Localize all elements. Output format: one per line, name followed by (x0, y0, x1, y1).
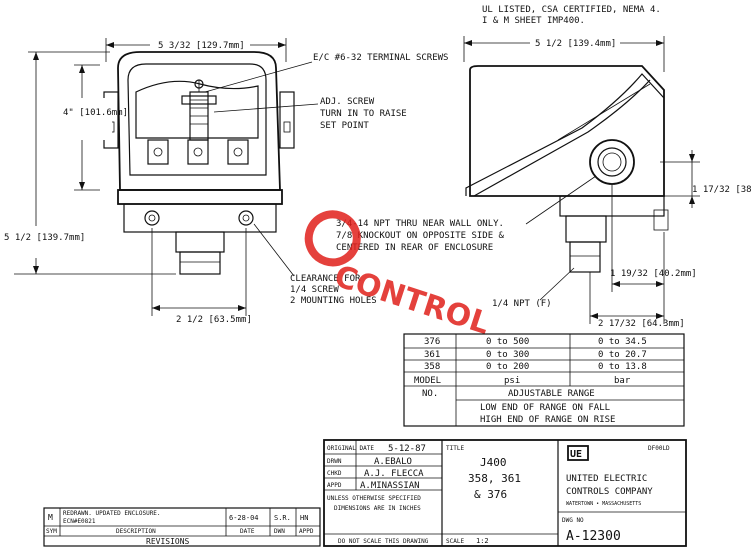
tb-drwn-label: DRWN (327, 458, 342, 465)
range-row-model: 358 (424, 362, 440, 372)
tb-appd-label: APPD (327, 482, 342, 489)
callout-terminal: E/C #6-32 TERMINAL SCREWS (313, 53, 448, 63)
dim-side-conduit-height: 1 17/32 [38.8mm] (692, 185, 753, 195)
tb-original-date-label: ORIGINAL DATE (327, 445, 374, 452)
range-no-label: NO. (422, 389, 438, 399)
callout-npt-line1: 3/4-14 NPT THRU NEAR WALL ONLY. (336, 219, 504, 229)
rev-description-line1: REDRAWN. UPDATED ENCLOSURE. (63, 510, 161, 517)
rev-col-sym: SYM (46, 528, 57, 535)
dim-front-height-4: 4" [101.6mm] (63, 108, 128, 118)
callout-adj-line2: TURN IN TO RAISE (320, 109, 407, 119)
tb-drwn: A.EBALO (374, 457, 412, 467)
tb-scale: 1:2 (476, 537, 489, 545)
side-view: 5 1/2 [139.4mm] 1 17/32 [38.8mm] 1 19/32… (463, 36, 753, 329)
rev-col-appd: APPD (299, 528, 314, 535)
dim-front-height-5: 5 1/2 [139.7mm] (4, 233, 85, 243)
front-view: 5 3/32 [129.7mm] (2, 38, 319, 325)
tb-do-not-scale: DO NOT SCALE THIS DRAWING (338, 538, 429, 545)
tb-chkd-label: CHKD (327, 470, 342, 477)
tb-chkd: A.J. FLECCA (364, 469, 424, 479)
range-adjustable-label: ADJUSTABLE RANGE (508, 389, 595, 399)
rev-section-label: REVISIONS (146, 537, 190, 546)
rev-col-date: DATE (240, 528, 255, 535)
tb-unless-note-1: UNLESS OTHERWISE SPECIFIED (327, 495, 421, 502)
tb-scale-label: SCALE (446, 538, 464, 545)
tb-company-line1: UNITED ELECTRIC (566, 474, 647, 484)
tb-original-date: 5-12-87 (388, 444, 426, 454)
callout-clear-line3: 2 MOUNTING HOLES (290, 296, 377, 306)
range-row-model: 361 (424, 350, 440, 360)
range-row-bar: 0 to 34.5 (598, 337, 647, 347)
range-row-psi: 0 to 300 (486, 350, 529, 360)
callout-adj-line3: SET POINT (320, 121, 369, 131)
tb-cage-code: DF00LD (648, 445, 670, 452)
range-high-end: HIGH END OF RANGE ON RISE (480, 415, 615, 425)
callout-clear-line1: CLEARANCE FOR (290, 274, 361, 284)
header-note-line2: I & M SHEET IMP400. (482, 16, 585, 26)
tb-title-line1: J400 (480, 456, 507, 469)
range-row-psi: 0 to 500 (486, 337, 529, 347)
tb-title-label: TITLE (446, 445, 464, 452)
range-row-model: 376 (424, 337, 440, 347)
tb-title-line2: 358, 361 (468, 472, 521, 485)
dim-mount-spacing: 2 1/2 [63.5mm] (176, 315, 252, 325)
callout-npt-f: 1/4 NPT (F) (492, 299, 552, 309)
dim-side-width: 5 1/2 [139.4mm] (535, 39, 616, 49)
rev-dwn: S.R. (274, 514, 291, 522)
tb-appd: A.MINASSIAN (360, 481, 420, 491)
dim-front-width: 5 3/32 [129.7mm] (158, 41, 245, 51)
rev-description-line2: ECN#E0821 (63, 518, 96, 525)
range-row-psi: 0 to 200 (486, 362, 529, 372)
callout-npt-line3: CENTERED IN REAR OF ENCLOSURE (336, 243, 493, 253)
callout-npt-line2: 7/8 KNOCKOUT ON OPPOSITE SIDE & (336, 231, 505, 241)
range-row-bar: 0 to 20.7 (598, 350, 647, 360)
range-model-label: MODEL (414, 376, 441, 386)
title-block: ORIGINAL DATE 5-12-87 DRWN A.EBALO CHKD … (323, 439, 687, 547)
callout-clear-line2: 1/4 SCREW (290, 285, 339, 295)
tb-unless-note-2: DIMENSIONS ARE IN INCHES (334, 505, 421, 512)
tb-company-location: WATERTOWN • MASSACHUSETTS (566, 501, 641, 507)
revisions-block: M REDRAWN. UPDATED ENCLOSURE. ECN#E0821 … (43, 507, 321, 547)
range-psi-label: psi (504, 376, 520, 386)
range-row-bar: 0 to 13.8 (598, 362, 647, 372)
dim-side-depth-1: 1 19/32 [40.2mm] (610, 269, 697, 279)
range-low-end: LOW END OF RANGE ON FALL (480, 403, 610, 413)
dim-side-depth-2: 2 17/32 [64.3mm] (598, 319, 685, 329)
rev-col-description: DESCRIPTION (116, 528, 156, 535)
tb-company-line2: CONTROLS COMPANY (566, 487, 653, 497)
tb-dwg-no-label: DWG NO (562, 517, 584, 524)
tb-dwg-no: A-12300 (566, 529, 621, 544)
rev-letter: M (48, 513, 53, 522)
ue-logo-icon: UE (570, 449, 582, 460)
rev-col-dwn: DWN (274, 528, 285, 535)
range-table: 376 0 to 500 0 to 34.5 361 0 to 300 0 to… (403, 333, 685, 427)
rev-appd: HN (300, 514, 308, 522)
callout-adj-line1: ADJ. SCREW (320, 97, 375, 107)
rev-date: 6-28-04 (229, 514, 259, 522)
range-bar-label: bar (614, 376, 631, 386)
header-note-line1: UL LISTED, CSA CERTIFIED, NEMA 4. (482, 5, 661, 15)
tb-title-line3: & 376 (474, 488, 507, 501)
